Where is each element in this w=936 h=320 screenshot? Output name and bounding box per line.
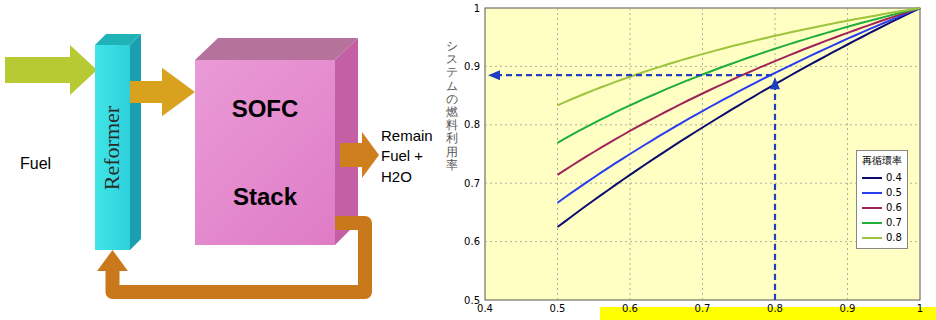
legend-line [862, 218, 882, 228]
grid-line [485, 241, 920, 242]
stack-top [195, 38, 358, 60]
legend-line-stroke [862, 207, 882, 209]
y-tick: 0.7 [464, 178, 480, 189]
outlet-label: Remain Fuel + H2O [381, 126, 441, 187]
y-tick: 1 [474, 3, 480, 14]
x-tick: 0.5 [550, 303, 566, 314]
legend-row: 0.6 [862, 200, 902, 215]
reading-arrows [488, 70, 780, 300]
arrow-head [162, 68, 195, 116]
arrow-head [770, 77, 780, 89]
grid-line [847, 8, 848, 300]
x-tick: 0.6 [622, 303, 638, 314]
x-tick: 0.9 [840, 303, 856, 314]
legend-line [862, 188, 882, 198]
arrow-head [488, 70, 500, 80]
stack-box: SOFC Stack [195, 60, 335, 245]
grid-line [485, 124, 920, 125]
legend-line [862, 203, 882, 213]
grid-line [485, 66, 920, 67]
legend-row: 0.4 [862, 170, 902, 185]
stack-side [335, 38, 358, 245]
y-tick: 0.8 [464, 119, 480, 130]
legend-text: 0.4 [886, 172, 902, 183]
legend-row: 0.5 [862, 185, 902, 200]
flow-arrow-body [130, 81, 163, 103]
arrow-head [97, 250, 128, 271]
x-tick: 0.7 [695, 303, 711, 314]
x-tick: 0.4 [477, 303, 493, 314]
legend-line [862, 173, 882, 183]
legend-row: 0.7 [862, 215, 902, 230]
utilization-curve [558, 8, 921, 105]
axis-title: システムの燃料利用率 [446, 40, 458, 172]
fuel-arrow [5, 45, 97, 95]
reading-line [774, 87, 776, 300]
legend-text: 0.7 [886, 217, 902, 228]
flow-arrow [130, 68, 195, 116]
legend-line-stroke [862, 177, 882, 179]
legend-line-stroke [862, 222, 882, 224]
grid-line [702, 8, 703, 300]
grid-line [485, 183, 920, 184]
plot-area [485, 8, 920, 300]
legend-text: 0.5 [886, 187, 902, 198]
grid [485, 8, 920, 300]
legend-line [862, 233, 882, 243]
y-tick: 0.6 [464, 236, 480, 247]
outlet-arrow [340, 132, 379, 178]
grid-line [775, 8, 776, 300]
legend-box: 再循環率 0.4 0.5 0.6 0.7 0.8 [856, 150, 908, 249]
reading-line [500, 74, 772, 76]
reformer-box: Reformer [95, 45, 130, 250]
legend-line-stroke [862, 237, 882, 239]
legend-row: 0.8 [862, 230, 902, 245]
x-tick: 1 [917, 303, 923, 314]
legend-text: 0.8 [886, 232, 902, 243]
y-tick: 0.9 [464, 61, 480, 72]
grid-line [557, 8, 558, 300]
legend-title: 再循環率 [862, 154, 902, 168]
x-tick: 0.8 [767, 303, 783, 314]
vertical-name: Reformer [100, 105, 126, 189]
inlet-label: Fuel [20, 155, 51, 173]
stack-name: SOFC Stack [232, 65, 299, 241]
legend-line-stroke [862, 192, 882, 194]
reformer-side [130, 34, 141, 250]
legend-text: 0.6 [886, 202, 902, 213]
